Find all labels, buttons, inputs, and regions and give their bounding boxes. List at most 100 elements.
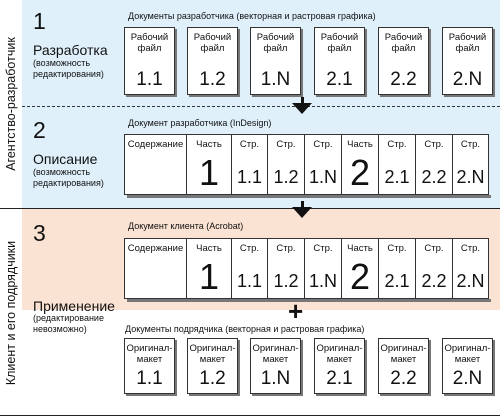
file-card: Рабочий файл 1.N [250,27,301,95]
page-number: 1.1 [236,167,263,187]
page-number: 1 [198,152,220,193]
page-label: Стр. [313,243,333,254]
page-number: 2 [349,152,371,193]
file-card-number: 1.2 [199,368,226,389]
toc-page: Содержание [124,238,187,299]
page-label: Стр. [276,139,296,150]
divider-dashed [22,106,500,107]
page-cell: Стр. 2.N [452,238,489,299]
file-card-label: Рабочий файл [384,32,423,54]
file-card-number: 2.1 [326,368,353,389]
divider-solid [0,208,500,209]
page-label: Часть [347,139,373,150]
page-label: Содержание [127,139,184,150]
page-label: Стр. [239,243,260,254]
strip-shadow [127,299,491,302]
file-card-number: 1.1 [136,69,163,90]
page-label: Часть [347,243,373,254]
page-number: 1.N [308,271,337,291]
side-label-agency: Агентство-разработчик [4,37,19,171]
part-page: Часть 1 [186,238,232,299]
file-card: Оригинал- макет 1.N [250,338,301,394]
file-card-label: Оригинал- макет [252,343,299,365]
plus-icon: + [288,296,304,326]
section-2-caption: Документ разработчика (InDesign) [128,118,272,128]
page-number: 1 [198,256,220,297]
file-card-label: Оригинал- макет [444,343,491,365]
section-3-contractor-caption: Документы подрядчика (векторная и растро… [125,324,365,334]
page-label: Стр. [239,139,260,150]
part-page: Часть 2 [341,238,379,299]
page-number: 2.N [456,167,485,187]
file-card-label: Рабочий файл [320,32,359,54]
section-1-caption: Документы разработчика (векторная и раст… [128,11,376,21]
section-2-number: 2 [33,117,46,143]
file-card-label: Оригинал- макет [380,343,427,365]
file-card-label: Оригинал- макет [189,343,236,365]
page-label: Стр. [387,243,407,254]
file-card: Рабочий файл 1.1 [124,27,175,95]
file-card-number: 2.1 [326,69,353,90]
page-label: Содержание [127,243,184,254]
file-card-number: 2.N [452,368,483,389]
part-page: Часть 2 [341,134,379,195]
file-card-label: Оригинал- макет [316,343,363,365]
section-2-title: Описание [33,151,98,167]
page-number: 1.1 [236,271,263,291]
file-card-number: 1.2 [199,69,226,90]
file-card-number: 2.2 [390,69,417,90]
page-number: 2.1 [384,167,410,187]
file-card-label: Рабочий файл [193,32,232,54]
section-2-subtitle: (возможность редактирования) [33,167,104,188]
page-cell: Стр. 1.1 [231,134,268,195]
page-number: 2.N [456,271,485,291]
arrow-1-stem [301,97,304,103]
file-card-number: 2.N [452,69,483,90]
page-number: 2.2 [421,271,447,291]
file-card: Оригинал- макет 1.2 [187,338,238,394]
page-number: 2 [349,256,371,297]
section-1-number: 1 [33,8,46,34]
file-card-label: Оригинал- макет [126,343,173,365]
section-3-title: Применение [33,298,115,314]
page-number: 1.2 [273,167,299,187]
page-number: 2.1 [384,271,410,291]
page-cell: Стр. 1.2 [267,134,305,195]
section-1-subtitle: (возможность редактирования) [33,58,104,79]
file-card: Рабочий файл 1.2 [187,27,238,95]
file-card-label: Рабочий файл [256,32,295,54]
page-number: 2.2 [421,167,447,187]
page-cell: Стр. 2.N [452,134,489,195]
file-card: Оригинал- макет 2.2 [378,338,429,394]
page-cell: Стр. 1.1 [231,238,268,299]
strip-shadow [127,195,491,198]
file-card-label: Рабочий файл [130,32,169,54]
divider-bottom [0,415,500,416]
page-label: Стр. [460,139,481,150]
section-3-caption: Документ клиента (Acrobat) [128,221,244,231]
file-card-number: 2.2 [390,368,417,389]
page-cell: Стр. 2.2 [415,134,453,195]
arrow-2-stem [301,201,304,207]
file-card-number: 1.N [260,368,291,389]
page-cell: Стр.1.2 [267,238,305,299]
file-card: Рабочий файл 2.1 [314,27,365,95]
file-card: Оригинал- макет 2.1 [314,338,365,394]
side-label-client: Клиент и его подрядчики [4,240,19,385]
page-number: 1.N [308,167,337,187]
page-label: Стр. [276,243,296,254]
section-3-subtitle: (редактирование невозможно) [33,313,104,334]
page-cell: Стр.2.1 [378,134,416,195]
page-cell: Стр.1.N [304,134,342,195]
arrow-down-icon [292,103,312,114]
page-label: Стр. [460,243,481,254]
arrow-down-icon [292,207,312,218]
page-label: Стр. [424,139,444,150]
page-label: Часть [196,243,222,254]
file-card-number: 1.1 [136,368,163,389]
section-1-title: Разработка [33,42,108,58]
toc-page: Содержание [124,134,187,195]
file-card-number: 1.N [260,69,291,90]
